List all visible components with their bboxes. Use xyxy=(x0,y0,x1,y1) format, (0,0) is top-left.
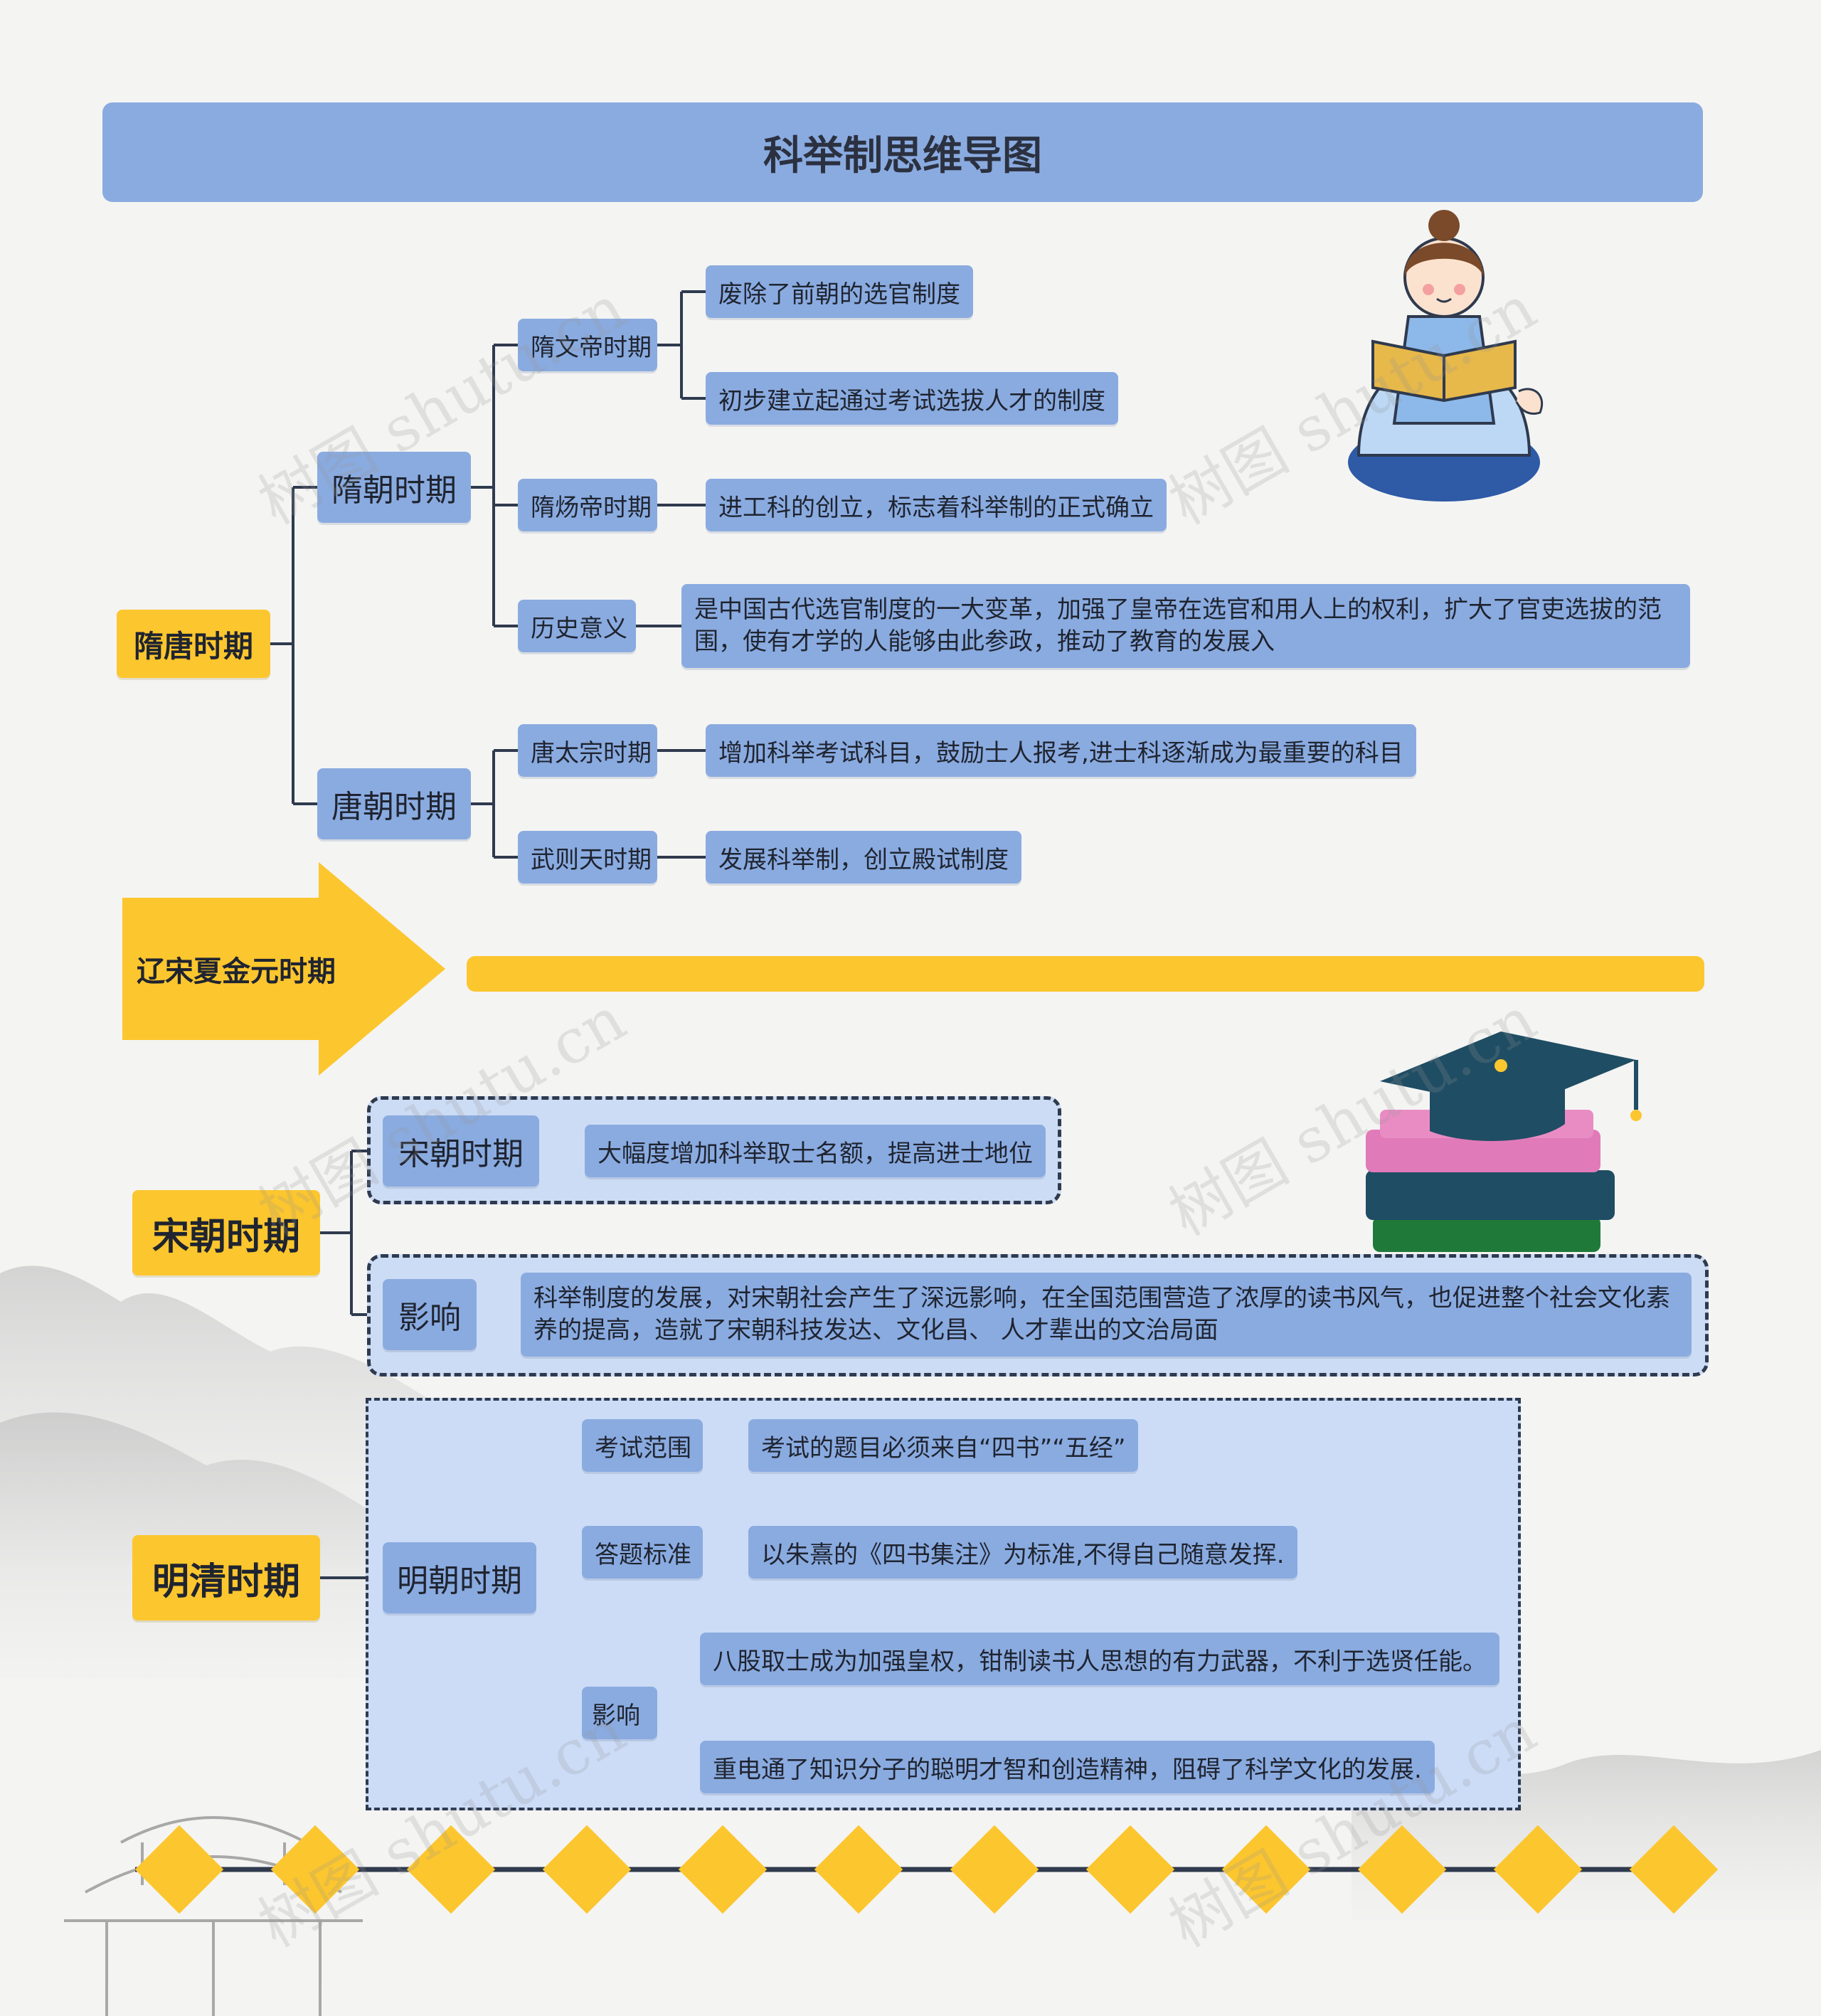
leaf-ming-impact-2[interactable]: 重电通了知识分子的聪明才智和创造精神，阻碍了科学文化的发展. xyxy=(700,1741,1435,1793)
node-ming-scope[interactable]: 考试范围 xyxy=(582,1419,703,1472)
liao-song-bar xyxy=(467,956,1704,992)
leaf-wuzetian[interactable]: 发展科举制，创立殿试制度 xyxy=(706,831,1021,884)
diamond-icon xyxy=(1493,1825,1583,1914)
leaf-significance[interactable]: 是中国古代选官制度的一大变革，加强了皇帝在选官和用人上的权利，扩大了官吏选拔的范… xyxy=(681,584,1690,668)
node-song-impact[interactable]: 影响 xyxy=(383,1279,477,1350)
node-tang-wuzetian[interactable]: 武则天时期 xyxy=(518,831,657,884)
diamond-icon xyxy=(1629,1825,1719,1914)
reading-scholar-icon xyxy=(1348,210,1544,502)
node-sui-yangdi[interactable]: 隋炀帝时期 xyxy=(518,479,657,531)
arrow-label: 辽宋夏金元时期 xyxy=(137,955,336,988)
node-sui-significance[interactable]: 历史意义 xyxy=(518,600,636,652)
leaf-wendi-1[interactable]: 废除了前朝的选官制度 xyxy=(706,265,973,318)
node-ming-impact[interactable]: 影响 xyxy=(582,1687,657,1739)
node-song-dynasty[interactable]: 宋朝时期 xyxy=(383,1115,539,1187)
books-cap-icon xyxy=(1366,1031,1642,1252)
title-bar: 科举制思维导图 xyxy=(102,102,1703,202)
diamond-icon xyxy=(950,1825,1039,1914)
diamond-icon xyxy=(678,1825,768,1914)
leaf-wendi-2[interactable]: 初步建立起通过考试选拔人才的制度 xyxy=(706,372,1118,425)
leaf-song-impact[interactable]: 科举制度的发展，对宋朝社会产生了深远影响，在全国范围营造了浓厚的读书风气，也促进… xyxy=(521,1273,1692,1357)
node-tang[interactable]: 唐朝时期 xyxy=(317,768,471,839)
diamond-icon xyxy=(814,1825,903,1914)
leaf-ming-standard[interactable]: 以朱熹的《四书集注》为标准,不得自己随意发挥. xyxy=(748,1526,1297,1579)
leaf-yangdi[interactable]: 进工科的创立，标志着科举制的正式确立 xyxy=(706,479,1167,531)
leaf-ming-scope[interactable]: 考试的题目必须来自“四书”“五经” xyxy=(748,1419,1139,1472)
page-title: 科举制思维导图 xyxy=(763,132,1042,179)
root-song[interactable]: 宋朝时期 xyxy=(132,1190,320,1275)
root-ming-qing[interactable]: 明清时期 xyxy=(132,1535,320,1620)
node-sui[interactable]: 隋朝时期 xyxy=(317,452,471,523)
node-sui-wendi[interactable]: 隋文帝时期 xyxy=(518,319,657,371)
node-ming-standard[interactable]: 答题标准 xyxy=(582,1526,703,1579)
diamond-icon xyxy=(542,1825,632,1914)
root-sui-tang[interactable]: 隋唐时期 xyxy=(117,610,270,678)
arrow-shape xyxy=(122,862,445,1076)
diamond-icon xyxy=(134,1825,224,1914)
leaf-taizong[interactable]: 增加科举考试科目，鼓励士人报考,进士科逐渐成为最重要的科目 xyxy=(706,724,1416,777)
node-tang-taizong[interactable]: 唐太宗时期 xyxy=(518,724,657,777)
leaf-ming-impact-1[interactable]: 八股取士成为加强皇权，钳制读书人思想的有力武器，不利于选贤任能。 xyxy=(700,1633,1499,1685)
node-ming[interactable]: 明朝时期 xyxy=(383,1542,536,1613)
leaf-song-dynasty[interactable]: 大幅度增加科举取士名额，提高进士地位 xyxy=(585,1125,1046,1177)
